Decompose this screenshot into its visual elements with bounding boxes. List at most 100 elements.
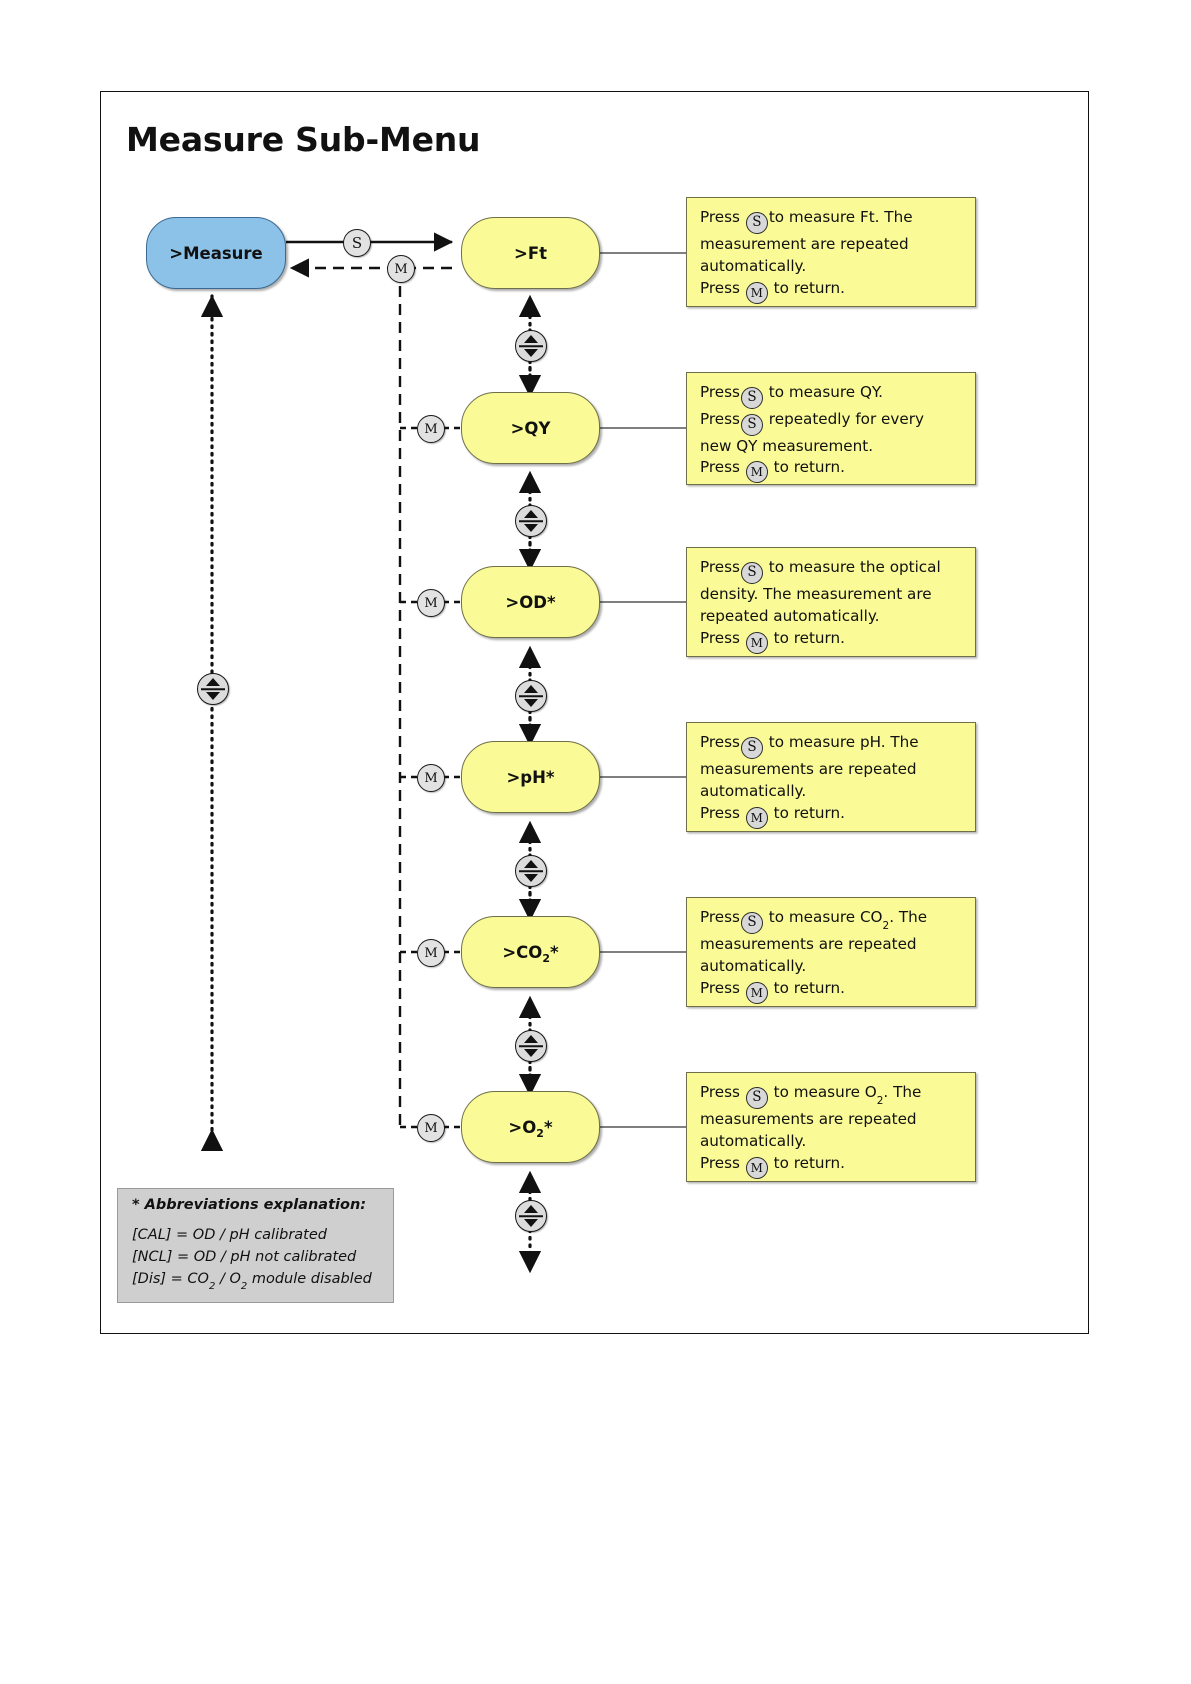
key-circle-select[interactable]: S xyxy=(343,229,371,257)
callout-qy-line-2: new QY measurement. xyxy=(700,436,874,455)
key-select-icon: S xyxy=(740,413,763,436)
subscript: 2 xyxy=(876,1095,884,1108)
up-down-arrow-icon[interactable] xyxy=(197,673,229,705)
callout-ph-line-2: automatically. xyxy=(700,781,807,800)
callout-o2-line-0: Press S to measure O2. The xyxy=(700,1083,922,1109)
key-menu-icon: M xyxy=(745,1156,768,1179)
divider xyxy=(519,870,543,872)
key-menu-icon: M xyxy=(745,981,768,1004)
callout-o2-line-3: Press M to return. xyxy=(700,1153,975,1179)
callout-co2-line-2: automatically. xyxy=(700,956,807,975)
triangle-up xyxy=(524,510,538,518)
callout-o2-line-2: automatically. xyxy=(700,1131,807,1150)
key-circle-menu-o2[interactable]: M xyxy=(417,1114,445,1142)
up-down-arrow-icon[interactable] xyxy=(515,330,547,362)
legend-row-0: [CAL] = OD / pH calibrated xyxy=(132,1226,327,1243)
triangle-up xyxy=(206,678,220,686)
triangle-down xyxy=(206,692,220,700)
node-ph-label: >pH* xyxy=(506,767,555,787)
node-measure-label: >Measure xyxy=(169,243,263,263)
key-circle-menu-ph[interactable]: M xyxy=(417,764,445,792)
callout-ft-line-1: measurement are repeated xyxy=(700,234,909,253)
up-down-arrow-icon[interactable] xyxy=(515,680,547,712)
divider xyxy=(519,1045,543,1047)
up-down-arrow-icon[interactable] xyxy=(515,505,547,537)
triangle-up xyxy=(524,335,538,343)
key-select-icon: S xyxy=(740,736,763,759)
triangle-down xyxy=(524,524,538,532)
callout-ft-line-3: Press M to return. xyxy=(700,278,975,304)
triangle-up xyxy=(524,685,538,693)
page-title: Measure Sub-Menu xyxy=(126,120,481,159)
node-od-label: >OD* xyxy=(505,592,556,612)
key-circle-menu-qy[interactable]: M xyxy=(417,415,445,443)
node-qy-label: >QY xyxy=(510,418,551,438)
divider xyxy=(519,1215,543,1217)
key-circle-menu-od[interactable]: M xyxy=(417,589,445,617)
node-o2[interactable]: >O2* xyxy=(461,1091,600,1163)
divider xyxy=(519,695,543,697)
triangle-down xyxy=(524,699,538,707)
divider xyxy=(519,520,543,522)
key-select-icon: S xyxy=(740,561,763,584)
triangle-down xyxy=(524,1219,538,1227)
node-ft[interactable]: >Ft xyxy=(461,217,600,289)
triangle-down xyxy=(524,874,538,882)
node-ph[interactable]: >pH* xyxy=(461,741,600,813)
divider xyxy=(201,688,225,690)
legend-header: * Abbreviations explanation: xyxy=(132,1197,367,1213)
subscript: 2 xyxy=(882,920,890,933)
key-menu-icon: M xyxy=(745,281,768,304)
up-down-arrow-icon[interactable] xyxy=(515,1030,547,1062)
callout-co2-line-3: Press M to return. xyxy=(700,978,975,1004)
up-down-arrow-icon[interactable] xyxy=(515,1200,547,1232)
legend-row-1: [NCL] = OD / pH not calibrated xyxy=(132,1248,357,1265)
subscript: 2 xyxy=(208,1281,216,1293)
key-circle-menu[interactable]: M xyxy=(387,255,415,283)
key-menu-icon: M xyxy=(745,806,768,829)
legend-box: * Abbreviations explanation: [CAL] = OD … xyxy=(117,1188,394,1303)
callout-ph-line-3: Press M to return. xyxy=(700,803,975,829)
divider xyxy=(519,345,543,347)
callout-od-line-1: density. The measurement are xyxy=(700,584,932,603)
callout-ph-line-1: measurements are repeated xyxy=(700,759,917,778)
key-menu-icon: M xyxy=(745,631,768,654)
key-select-icon: S xyxy=(745,211,768,234)
triangle-up xyxy=(524,860,538,868)
key-circle-menu-co2[interactable]: M xyxy=(417,939,445,967)
callout-od-line-2: repeated automatically. xyxy=(700,606,880,625)
key-select-icon: S xyxy=(740,386,763,409)
callout-o2-line-1: measurements are repeated xyxy=(700,1109,917,1128)
subscript: 2 xyxy=(240,1281,248,1293)
key-select-icon: S xyxy=(740,911,763,934)
node-co2[interactable]: >CO2* xyxy=(461,916,600,988)
triangle-down xyxy=(524,349,538,357)
node-od[interactable]: >OD* xyxy=(461,566,600,638)
triangle-up xyxy=(524,1035,538,1043)
key-menu-icon: M xyxy=(745,461,768,484)
legend-row-2: [Dis] = CO2 / O2 module disabled xyxy=(132,1270,372,1293)
legend-rows: [CAL] = OD / pH calibrated [NCL] = OD / p… xyxy=(132,1224,379,1293)
subscript: 2 xyxy=(542,951,550,965)
node-o2-label: >O2* xyxy=(508,1117,553,1140)
triangle-up xyxy=(524,1205,538,1213)
node-qy[interactable]: >QY xyxy=(461,392,600,464)
triangle-down xyxy=(524,1049,538,1057)
callout-co2-line-1: measurements are repeated xyxy=(700,934,917,953)
node-measure[interactable]: >Measure xyxy=(146,217,286,289)
up-down-arrow-icon[interactable] xyxy=(515,855,547,887)
callout-ft-line-2: automatically. xyxy=(700,256,807,275)
callout-qy-line-3: Press M to return. xyxy=(700,457,975,484)
